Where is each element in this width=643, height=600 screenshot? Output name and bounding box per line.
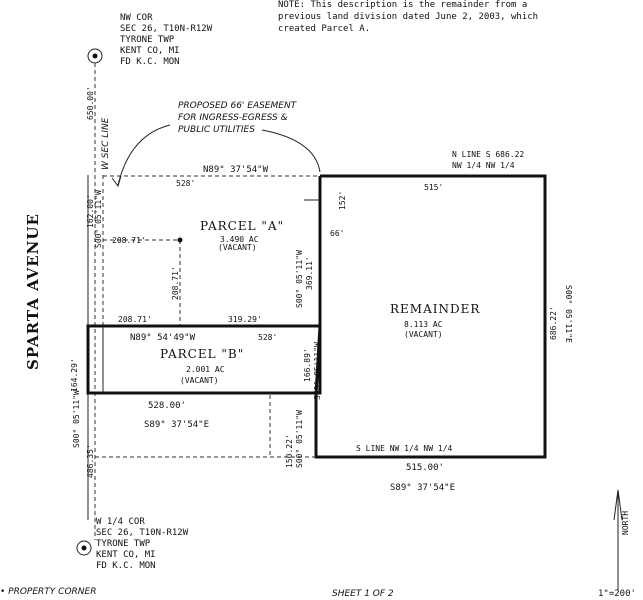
easement-line-3: PUBLIC UTILITIES xyxy=(178,125,255,135)
easement-arrow-left xyxy=(111,175,122,188)
w-corner-line-3: TYRONE TWP xyxy=(96,539,151,549)
north-label: NORTH xyxy=(621,511,630,535)
dim-66: 66' xyxy=(330,229,344,238)
sheet-label: SHEET 1 OF 2 xyxy=(332,589,394,599)
bearing-north-top: N89° 37'54"W xyxy=(203,165,269,175)
nw-corner-monument xyxy=(87,48,103,64)
w-corner-line-4: KENT CO, MI xyxy=(96,550,156,560)
w-corner-line-2: SEC 26, T10N-R12W xyxy=(96,528,189,538)
dim-515-top: 515' xyxy=(424,183,443,192)
legend-property-corner: • PROPERTY CORNER xyxy=(0,587,96,597)
dim-369: 369.11' xyxy=(305,256,314,290)
bearing-parcel-b-west: S00° 05'11"W xyxy=(72,390,81,448)
nw-corner-line-3: TYRONE TWP xyxy=(120,35,175,45)
parcel-a-status: (VACANT) xyxy=(218,243,257,252)
remainder-area: 8.113 AC xyxy=(404,320,443,329)
dim-486: 486.35' xyxy=(86,444,95,478)
remainder-boundary xyxy=(314,174,547,459)
w-corner-line-1: W 1/4 COR xyxy=(96,517,145,527)
dim-528-bottom: 528.00' xyxy=(148,401,186,411)
parcel-a-name: PARCEL "A" xyxy=(200,219,284,233)
dim-208-h: 208.71' xyxy=(112,236,146,245)
scale-label: 1"=200' xyxy=(598,589,636,599)
bearing-lower: S00° 05'11"W xyxy=(295,410,304,468)
bearing-south-bottom: S89° 37'54"E xyxy=(390,483,455,493)
dim-152: 152' xyxy=(338,191,347,210)
parcel-b-boundary xyxy=(86,324,322,395)
north-arrow-icon xyxy=(613,489,623,590)
parcel-b-area: 2.001 AC xyxy=(186,365,225,374)
dim-208-v: 208.71' xyxy=(171,266,180,300)
remainder-name: REMAINDER xyxy=(390,302,480,316)
easement-leader-left xyxy=(117,124,171,186)
bearing-east: S00° 05'11"E xyxy=(564,285,573,343)
bearing-left-top: S00° 05'11"W xyxy=(94,190,103,248)
north-line-label-2: NW 1/4 NW 1/4 xyxy=(452,161,515,170)
bearing-parcel-b-north: N89° 54'49"W xyxy=(130,333,196,343)
bearing-parcel-b-south: S89° 37'54"E xyxy=(144,420,209,430)
dim-515-bottom: 515.00' xyxy=(406,463,444,473)
w-quarter-corner-monument xyxy=(76,540,92,556)
road-label: SPARTA AVENUE xyxy=(24,213,42,370)
note-line-2: previous land division dated June 2, 200… xyxy=(278,12,538,22)
nw-corner-line-4: KENT CO, MI xyxy=(120,46,180,56)
north-line-label-1: N LINE S 686.22 xyxy=(452,150,524,159)
dim-166: 166.89' xyxy=(303,348,312,382)
south-line-label: S LINE NW 1/4 NW 1/4 xyxy=(356,444,453,453)
parcel-a-area: 3.490 AC xyxy=(220,235,259,244)
sec-line-label: W SEC LINE xyxy=(101,117,111,170)
easement-leader-right xyxy=(261,129,321,173)
dim-686: 686.22' xyxy=(549,306,558,340)
nw-corner-line-2: SEC 26, T10N-R12W xyxy=(120,24,213,34)
dim-528-b: 528' xyxy=(258,333,277,342)
dim-208-b: 208.71' xyxy=(118,315,152,324)
dim-164: 164.29' xyxy=(70,358,79,392)
bearing-mid-west: S00° 05'11"W xyxy=(295,250,304,308)
parcel-b-name: PARCEL "B" xyxy=(160,347,244,361)
remainder-status: (VACANT) xyxy=(404,330,443,339)
dim-528-top: 528' xyxy=(176,179,195,188)
easement-line-1: PROPOSED 66' EASEMENT xyxy=(178,101,298,111)
corner-point-a xyxy=(177,237,183,243)
dim-319: 319.29' xyxy=(228,315,262,324)
dim-650: 650.00' xyxy=(86,86,95,120)
note-line-3: created Parcel A. xyxy=(278,24,370,34)
nw-corner-line-1: NW COR xyxy=(120,13,153,23)
parcel-b-status: (VACANT) xyxy=(180,376,219,385)
nw-corner-line-5: FD K.C. MON xyxy=(120,57,180,67)
dim-162: 162.00' xyxy=(86,194,95,228)
dim-150: 150.22' xyxy=(285,434,294,468)
w-corner-line-5: FD K.C. MON xyxy=(96,561,156,571)
note-line-1: NOTE: This description is the remainder … xyxy=(278,0,527,10)
easement-line-2: FOR INGRESS-EGRESS & xyxy=(178,113,288,123)
bearing-parcel-b-east: S00° 05'11"W xyxy=(313,342,322,400)
